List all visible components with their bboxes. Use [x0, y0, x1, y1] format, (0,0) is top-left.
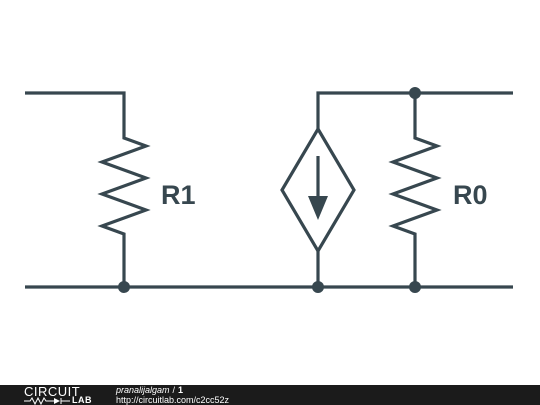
circuit-url-link[interactable]: http://circuitlab.com/c2cc52z	[116, 395, 230, 405]
author-name[interactable]: pranalijalgam	[116, 385, 170, 395]
junction-node	[409, 87, 421, 99]
logo-resistor-icon	[24, 397, 104, 405]
logo-wordmark-bottom: LAB	[72, 395, 92, 405]
circuitlab-logo[interactable]: CIRCUIT LAB	[24, 385, 104, 405]
resistor-r1	[97, 122, 151, 287]
junction-node	[409, 281, 421, 293]
circuit-number: 1	[178, 385, 184, 395]
top-right-wire	[316, 91, 513, 129]
footer-bar: CIRCUIT LAB pranalijalgam/1 http://circu…	[0, 385, 540, 405]
credit-separator: /	[172, 385, 176, 395]
author-credit: pranalijalgam/1	[116, 386, 183, 395]
junction-node	[312, 281, 324, 293]
logo-wordmark-top: CIRCUIT	[24, 384, 81, 399]
current-arrow-down-icon	[308, 196, 328, 220]
resistor-r0	[388, 122, 442, 287]
top-left-wire	[25, 91, 126, 122]
junction-node	[118, 281, 130, 293]
circuit-schematic: R1 R0	[25, 87, 513, 293]
r1-label: R1	[161, 180, 196, 210]
r0-label: R0	[453, 180, 488, 210]
